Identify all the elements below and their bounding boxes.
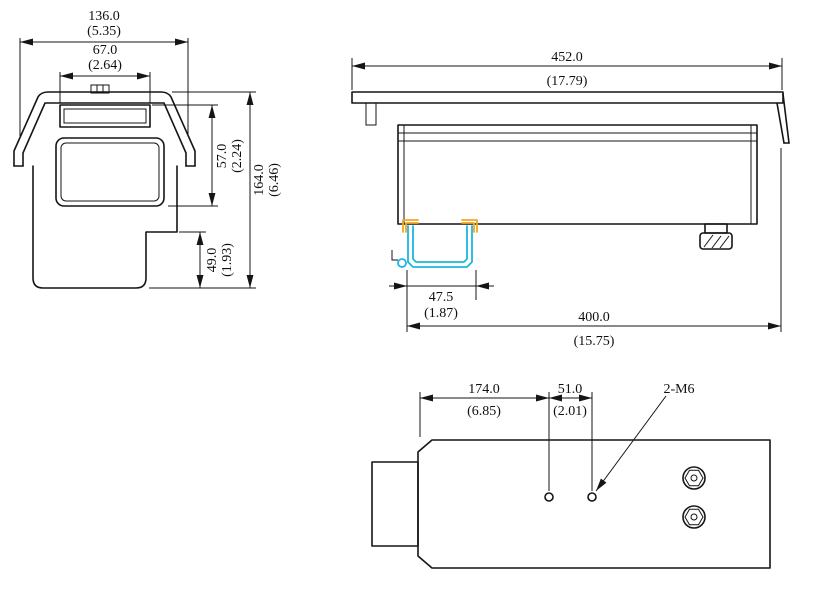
front-body-outline <box>32 165 178 289</box>
nut-center <box>690 513 698 521</box>
bracket-channel-inner <box>412 225 468 263</box>
dim-value-mm: 47.5 <box>429 290 454 305</box>
bracket-flange-right-inner <box>461 222 475 233</box>
dim-value-inch: (1.87) <box>424 306 458 321</box>
dim-value-mm: 452.0 <box>551 50 583 65</box>
dim-value-inch: (2.01) <box>553 404 587 419</box>
dim-value-inch: (6.46) <box>267 163 282 197</box>
dim-value-mm: 164.0 <box>252 164 267 196</box>
mount-hole-2 <box>587 492 597 502</box>
cable-gland <box>699 223 733 250</box>
mount-hole-1 <box>544 492 554 502</box>
dim-side-body-length: 400.0 (15.75) <box>407 148 782 349</box>
dim-value-inch: (2.64) <box>88 58 122 73</box>
side-body <box>397 124 758 225</box>
bottom-body-outline <box>417 439 771 569</box>
dim-value-mm: 400.0 <box>578 310 610 325</box>
dim-value-mm: 49.0 <box>205 248 220 273</box>
dim-value-mm: 57.0 <box>215 144 230 169</box>
dim-bracket-width: 47.5 (1.87) <box>389 270 494 332</box>
dim-front-overall-width: 136.0 (5.35) <box>19 9 189 136</box>
bracket-flange-right <box>461 219 478 233</box>
bracket-bolt <box>397 258 407 268</box>
hole-callout-label: 2-M6 <box>663 382 694 397</box>
dim-side-overall-length: 452.0 (17.79) <box>351 50 783 90</box>
dim-value-mm: 67.0 <box>93 43 118 58</box>
dim-value-inch: (1.93) <box>220 243 235 277</box>
dim-front-overall-height: 164.0 (6.46) <box>149 91 282 289</box>
dim-front-inner-width: 67.0 (2.64) <box>59 43 151 103</box>
bracket-channel-outer <box>407 225 473 268</box>
nut-outer-circle <box>682 466 706 490</box>
bottom-lens-block <box>371 461 419 547</box>
dim-front-window-height: 57.0 (2.24) <box>152 104 245 207</box>
front-vent <box>59 104 151 128</box>
hood-top-clip <box>90 84 110 94</box>
hex-nut-bottom <box>682 505 706 529</box>
nut-outer-circle <box>682 505 706 529</box>
front-hood-outline <box>13 84 196 167</box>
dim-bottom-hole-spacing: 51.0 (2.01) <box>549 382 593 491</box>
bottom-view: 174.0 (6.85) 51.0 (2.01) 2-M6 <box>371 382 771 569</box>
sunshield-plate <box>351 91 784 104</box>
window-inner <box>60 142 160 202</box>
hood-outer-edge <box>13 91 196 167</box>
mounting-bracket <box>391 219 478 268</box>
dim-value-inch: (15.75) <box>574 334 615 349</box>
front-window <box>55 137 165 207</box>
dim-bottom-hole-offset: 174.0 (6.85) <box>419 382 550 491</box>
nut-center <box>690 474 698 482</box>
bracket-clip <box>391 250 398 261</box>
sunshield-drip-inner <box>776 102 785 144</box>
gland-hatch-3 <box>719 235 730 249</box>
side-sunshield <box>351 91 790 144</box>
dim-value-mm: 136.0 <box>88 9 120 24</box>
hole-callout: 2-M6 <box>595 382 695 492</box>
dim-value-inch: (2.24) <box>230 139 245 173</box>
gland-hatch-2 <box>711 235 722 249</box>
sunshield-drip-outer <box>782 93 790 144</box>
gland-body <box>699 232 733 250</box>
dim-value-mm: 174.0 <box>468 382 500 397</box>
leader-line <box>595 395 667 492</box>
bracket-flange-left-inner <box>405 222 419 233</box>
window-outer <box>55 137 165 207</box>
dim-value-inch: (5.35) <box>87 24 121 39</box>
dim-value-mm: 51.0 <box>558 382 583 397</box>
gland-hatch-1 <box>703 234 714 248</box>
body-outline <box>397 124 758 225</box>
nut-hexagon <box>684 508 704 526</box>
sunshield-left-tab <box>365 102 377 126</box>
vent-outer <box>59 104 151 128</box>
hex-nut-top <box>682 466 706 490</box>
gland-neck <box>704 223 728 234</box>
nut-hexagon <box>684 469 704 487</box>
vent-inner <box>63 108 147 124</box>
side-view: 452.0 (17.79) 47.5 (1.87) 400.0 (15.75) <box>351 50 790 349</box>
front-view: 136.0 (5.35) 67.0 (2.64) 57.0 (2.24) 164… <box>13 9 282 289</box>
dim-front-lower-height: 49.0 (1.93) <box>179 231 235 288</box>
hood-inner-edge <box>22 102 187 167</box>
bracket-flange-left <box>402 219 419 233</box>
dim-value-inch: (17.79) <box>547 74 588 89</box>
dim-value-inch: (6.85) <box>467 404 501 419</box>
